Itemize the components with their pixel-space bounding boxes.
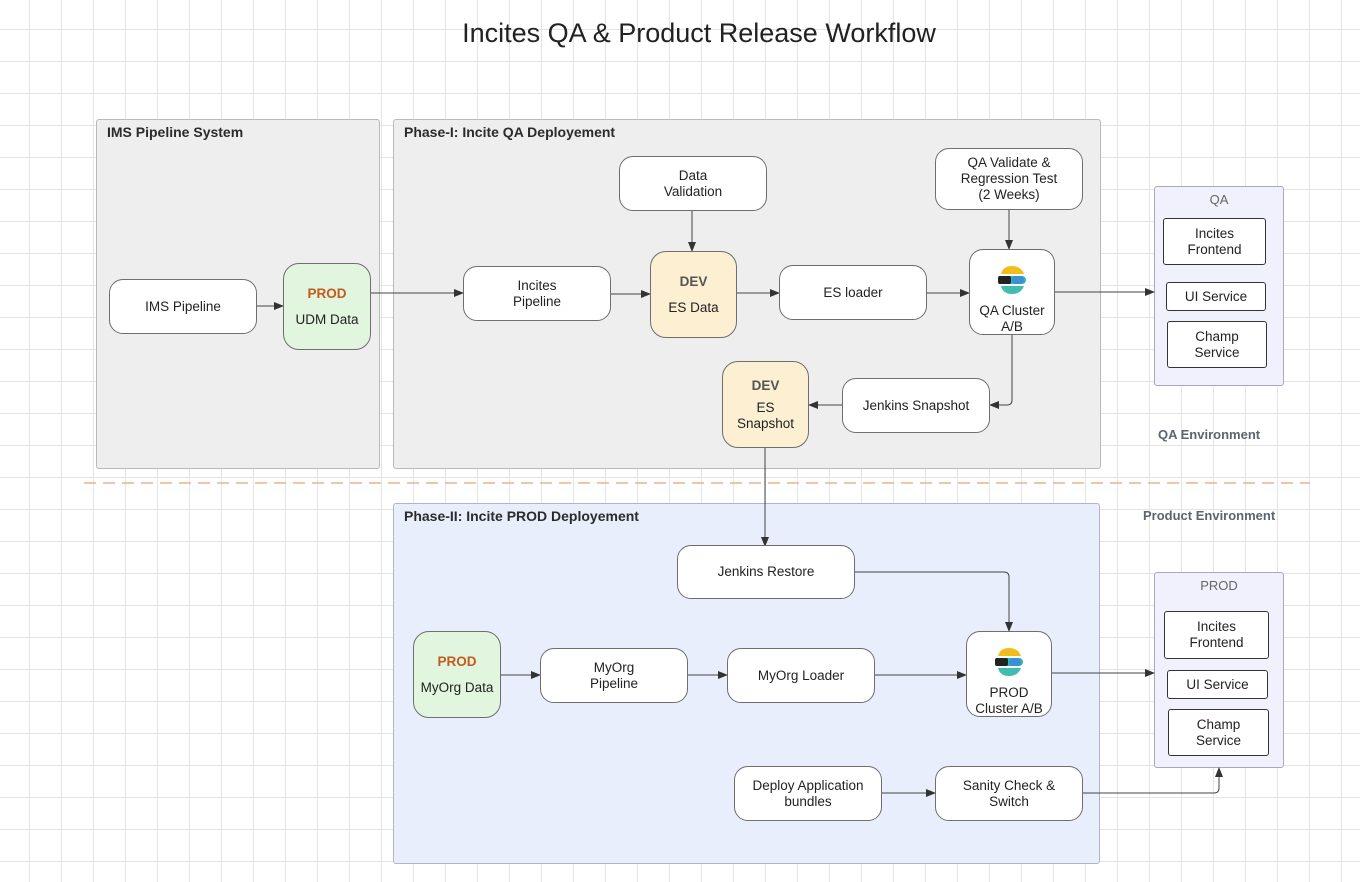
- myorg-data-tag: PROD: [437, 653, 477, 669]
- diagram-title: Incites QA & Product Release Workflow: [462, 18, 936, 48]
- deploy-application-bundles-node[interactable]: Deploy Application bundles: [734, 766, 882, 821]
- udm-data-tag: PROD: [307, 285, 347, 301]
- myorg-pipeline-node[interactable]: MyOrg Pipeline: [540, 648, 688, 703]
- elasticsearch-icon: [994, 631, 1024, 685]
- qa-incites-frontend[interactable]: Incites Frontend: [1163, 218, 1266, 265]
- incites-pipeline-node[interactable]: Incites Pipeline: [463, 266, 611, 321]
- es-loader-node[interactable]: ES loader: [779, 265, 927, 320]
- edge-qa-cluster-to-jenkins-snapshot: [989, 335, 1013, 409]
- prod-ui-service[interactable]: UI Service: [1167, 670, 1268, 699]
- qa-ui-service[interactable]: UI Service: [1166, 282, 1266, 311]
- myorg-data-node[interactable]: PROD MyOrg Data: [413, 631, 501, 718]
- es-data-label: ES Data: [668, 299, 719, 315]
- qa-validate-regression-node[interactable]: QA Validate & Regression Test (2 Weeks): [935, 148, 1083, 210]
- qa-cluster-node[interactable]: QA Cluster A/B: [969, 249, 1055, 335]
- prod-env-title: PROD: [1200, 578, 1238, 593]
- myorg-loader-node[interactable]: MyOrg Loader: [727, 648, 875, 703]
- phase1-group-title: Phase-I: Incite QA Deployement: [404, 124, 616, 140]
- qa-cluster-label: QA Cluster A/B: [979, 303, 1045, 334]
- qa-environment-label: QA Environment: [1158, 427, 1261, 442]
- jenkins-restore-node[interactable]: Jenkins Restore: [677, 545, 855, 599]
- product-environment-label: Product Environment: [1143, 508, 1276, 523]
- edge-sanity-to-prod-env: [1082, 767, 1223, 794]
- es-snapshot-node[interactable]: DEV ES Snapshot: [722, 361, 809, 448]
- jenkins-snapshot-node[interactable]: Jenkins Snapshot: [842, 378, 990, 433]
- phase2-group-title: Phase-II: Incite PROD Deployement: [404, 508, 639, 524]
- es-snapshot-tag: DEV: [751, 377, 780, 393]
- elasticsearch-icon: [997, 249, 1027, 303]
- prod-cluster-node[interactable]: PROD Cluster A/B: [966, 631, 1052, 717]
- prod-incites-frontend[interactable]: Incites Frontend: [1164, 611, 1269, 659]
- es-snapshot-label: ES Snapshot: [736, 399, 795, 431]
- udm-data-node[interactable]: PROD UDM Data: [283, 263, 371, 350]
- prod-champ-service[interactable]: Champ Service: [1168, 709, 1269, 756]
- ims-group-title: IMS Pipeline System: [107, 124, 244, 140]
- sanity-check-switch-node[interactable]: Sanity Check & Switch: [935, 766, 1083, 821]
- edge-jenkins-restore-to-prod-cluster: [854, 571, 1013, 632]
- prod-cluster-label: PROD Cluster A/B: [975, 685, 1043, 716]
- qa-env-title: QA: [1209, 192, 1229, 207]
- es-data-tag: DEV: [679, 273, 708, 289]
- es-data-node[interactable]: DEV ES Data: [650, 251, 737, 338]
- myorg-data-label: MyOrg Data: [420, 679, 494, 695]
- qa-champ-service[interactable]: Champ Service: [1167, 321, 1267, 368]
- ims-pipeline-node[interactable]: IMS Pipeline: [109, 279, 257, 334]
- udm-data-label: UDM Data: [295, 311, 359, 327]
- data-validation-node[interactable]: Data Validation: [619, 156, 767, 211]
